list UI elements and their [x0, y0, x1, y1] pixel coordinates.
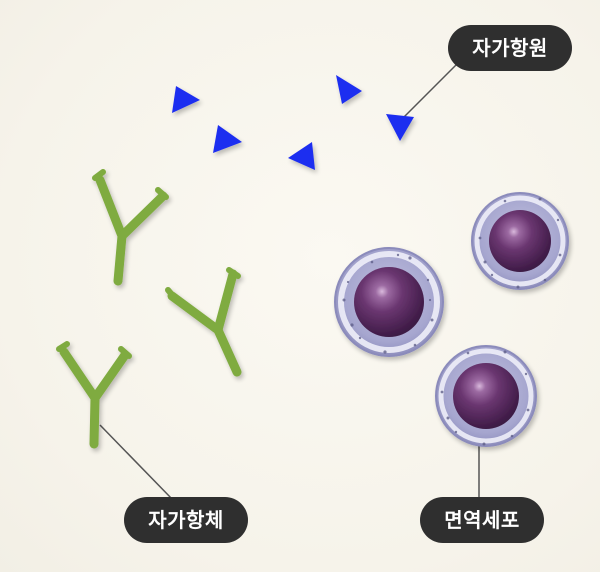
- immune-cell-icon: [334, 247, 444, 357]
- antigen-icon: [213, 125, 242, 153]
- immune-cell-icon: [435, 345, 537, 447]
- antibody-icon: [92, 169, 169, 286]
- antigen-icon: [336, 75, 362, 104]
- antigen-icon: [386, 114, 414, 141]
- antibody-icon: [165, 267, 242, 377]
- antigen-icon: [288, 142, 315, 170]
- antigen-leader-line: [402, 63, 458, 119]
- antibody-icon: [56, 341, 132, 449]
- immune-cell-label: 면역세포: [420, 497, 544, 543]
- antibody-leader-line: [99, 424, 174, 501]
- antibody-label: 자가항체: [124, 497, 248, 543]
- antigen-label: 자가항원: [448, 25, 572, 71]
- immune-cell-icon: [471, 192, 569, 290]
- antigen-icon: [172, 86, 200, 113]
